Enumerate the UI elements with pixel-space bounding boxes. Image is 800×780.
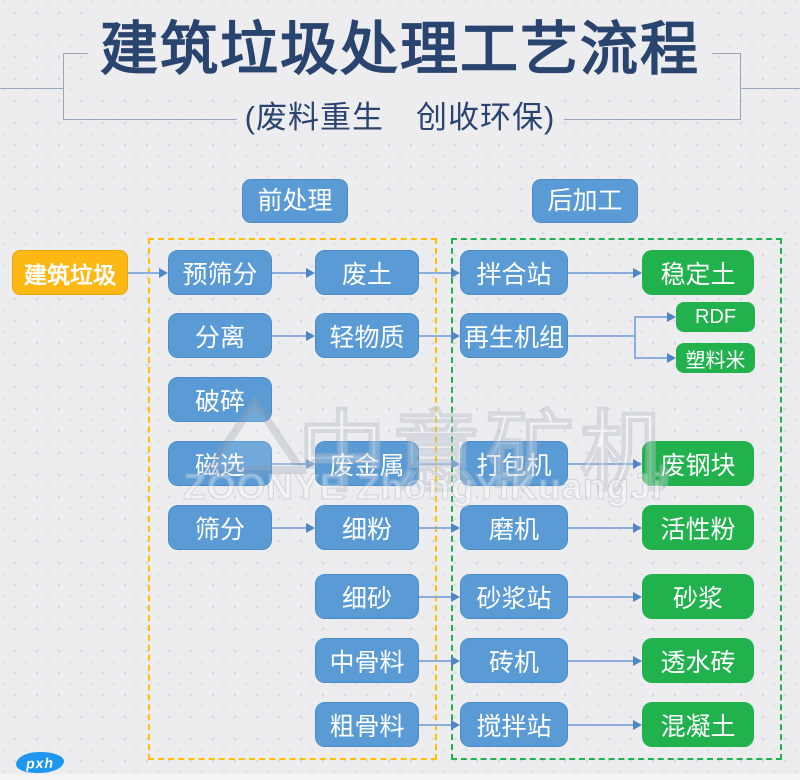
stamp-badge: pxh bbox=[15, 751, 65, 774]
arrow-waste-metal-to-baler-line bbox=[419, 462, 451, 465]
arrow-magnetic-separation-to-waste-metal-head bbox=[306, 458, 315, 469]
arrow-regeneration-unit-to-plastic-pellets-riser bbox=[634, 334, 636, 359]
flow-node-mortar: 砂浆 bbox=[642, 574, 754, 619]
arrow-coarse-aggregate-to-concrete-mixing-station-line bbox=[419, 723, 451, 726]
arrow-fine-powder-to-mill-head bbox=[451, 522, 460, 533]
arrow-regeneration-unit-to-plastic-pellets-head bbox=[667, 353, 676, 363]
flow-node-rdf: RDF bbox=[676, 302, 755, 332]
arrow-medium-aggregate-to-brick-machine-line bbox=[419, 659, 451, 662]
arrow-magnetic-separation-to-waste-metal-line bbox=[272, 462, 306, 465]
arrow-medium-aggregate-to-brick-machine-head bbox=[451, 655, 460, 666]
arrow-regeneration-unit-to-plastic-pellets-line bbox=[635, 357, 667, 359]
arrow-construction-waste-to-pre-screening-head bbox=[159, 267, 168, 278]
arrow-mill-to-active-powder-line bbox=[568, 526, 633, 529]
arrow-brick-machine-to-permeable-brick-line bbox=[568, 659, 633, 662]
arrow-brick-machine-to-permeable-brick-head bbox=[633, 655, 642, 666]
flow-node-scrap-steel: 废钢块 bbox=[642, 441, 754, 486]
arrow-regeneration-unit-to-rdf-riser bbox=[634, 316, 636, 337]
arrow-screening-to-fine-powder-line bbox=[272, 526, 306, 529]
page-subtitle: (废料重生 创收环保) bbox=[236, 99, 564, 137]
arrow-concrete-mixing-station-to-concrete-head bbox=[633, 719, 642, 730]
section-header-pre-processing: 前处理 bbox=[242, 179, 348, 223]
flow-node-brick-machine: 砖机 bbox=[460, 638, 568, 683]
flow-node-construction-waste: 建筑垃圾 bbox=[12, 250, 128, 295]
arrow-mortar-station-to-mortar-head bbox=[633, 591, 642, 602]
flow-node-baler: 打包机 bbox=[460, 441, 568, 486]
title-side-line-left bbox=[0, 88, 63, 89]
flow-node-light-materials: 轻物质 bbox=[315, 313, 419, 358]
arrow-waste-metal-to-baler-head bbox=[451, 458, 460, 469]
flow-node-pre-screening: 预筛分 bbox=[168, 250, 272, 295]
arrow-coarse-aggregate-to-concrete-mixing-station-head bbox=[451, 719, 460, 730]
flow-node-concrete-mixing-station: 搅拌站 bbox=[460, 702, 568, 747]
arrow-separation-to-light-materials-line bbox=[272, 334, 306, 337]
arrow-mixing-station-to-stabilized-soil-line bbox=[568, 271, 633, 274]
flow-node-concrete: 混凝土 bbox=[642, 702, 754, 747]
flow-node-medium-aggregate: 中骨料 bbox=[315, 638, 419, 683]
arrow-light-materials-to-regeneration-unit-head bbox=[451, 330, 460, 341]
flow-node-mixing-station: 拌合站 bbox=[460, 250, 568, 295]
arrow-baler-to-scrap-steel-line bbox=[568, 462, 633, 465]
page-title: 建筑垃圾处理工艺流程 bbox=[87, 10, 713, 90]
flow-node-coarse-aggregate: 粗骨料 bbox=[315, 702, 419, 747]
arrow-regeneration-unit-to-plastic-pellets-stub bbox=[568, 334, 635, 337]
flow-node-crushing: 破碎 bbox=[168, 377, 272, 422]
flow-node-screening: 筛分 bbox=[168, 505, 272, 550]
arrow-waste-soil-to-mixing-station-head bbox=[451, 267, 460, 278]
flow-node-regeneration-unit: 再生机组 bbox=[460, 313, 568, 358]
flow-node-waste-soil: 废土 bbox=[315, 250, 419, 295]
arrow-screening-to-fine-powder-head bbox=[306, 522, 315, 533]
arrow-mortar-station-to-mortar-line bbox=[568, 595, 633, 598]
arrow-mixing-station-to-stabilized-soil-head bbox=[633, 267, 642, 278]
arrow-mill-to-active-powder-head bbox=[633, 522, 642, 533]
arrow-pre-screening-to-waste-soil-line bbox=[272, 271, 306, 274]
arrow-waste-soil-to-mixing-station-line bbox=[419, 271, 451, 274]
flow-node-fine-sand: 细砂 bbox=[315, 574, 419, 619]
arrow-fine-powder-to-mill-line bbox=[419, 526, 451, 529]
flow-node-magnetic-separation: 磁选 bbox=[168, 441, 272, 486]
pre-processing-container bbox=[148, 238, 437, 760]
arrow-pre-screening-to-waste-soil-head bbox=[306, 267, 315, 278]
post-processing-container bbox=[451, 238, 782, 760]
arrow-fine-sand-to-mortar-station-head bbox=[451, 591, 460, 602]
flow-node-plastic-pellets: 塑料米 bbox=[676, 343, 755, 373]
section-header-post-processing: 后加工 bbox=[532, 179, 638, 223]
arrow-concrete-mixing-station-to-concrete-line bbox=[568, 723, 633, 726]
title-side-line-right bbox=[740, 88, 800, 89]
flow-node-mortar-station: 砂浆站 bbox=[460, 574, 568, 619]
flow-node-fine-powder: 细粉 bbox=[315, 505, 419, 550]
flow-node-waste-metal: 废金属 bbox=[315, 441, 419, 486]
flow-node-stabilized-soil: 稳定土 bbox=[642, 250, 754, 295]
flow-node-permeable-brick: 透水砖 bbox=[642, 638, 754, 683]
arrow-separation-to-light-materials-head bbox=[306, 330, 315, 341]
arrow-regeneration-unit-to-rdf-line bbox=[635, 316, 667, 318]
arrow-light-materials-to-regeneration-unit-line bbox=[419, 334, 451, 337]
flow-node-active-powder: 活性粉 bbox=[642, 505, 754, 550]
flow-node-mill: 磨机 bbox=[460, 505, 568, 550]
flow-node-separation: 分离 bbox=[168, 313, 272, 358]
arrow-fine-sand-to-mortar-station-line bbox=[419, 595, 451, 598]
arrow-regeneration-unit-to-rdf-head bbox=[667, 312, 676, 322]
arrow-baler-to-scrap-steel-head bbox=[633, 458, 642, 469]
arrow-construction-waste-to-pre-screening-line bbox=[128, 271, 159, 274]
